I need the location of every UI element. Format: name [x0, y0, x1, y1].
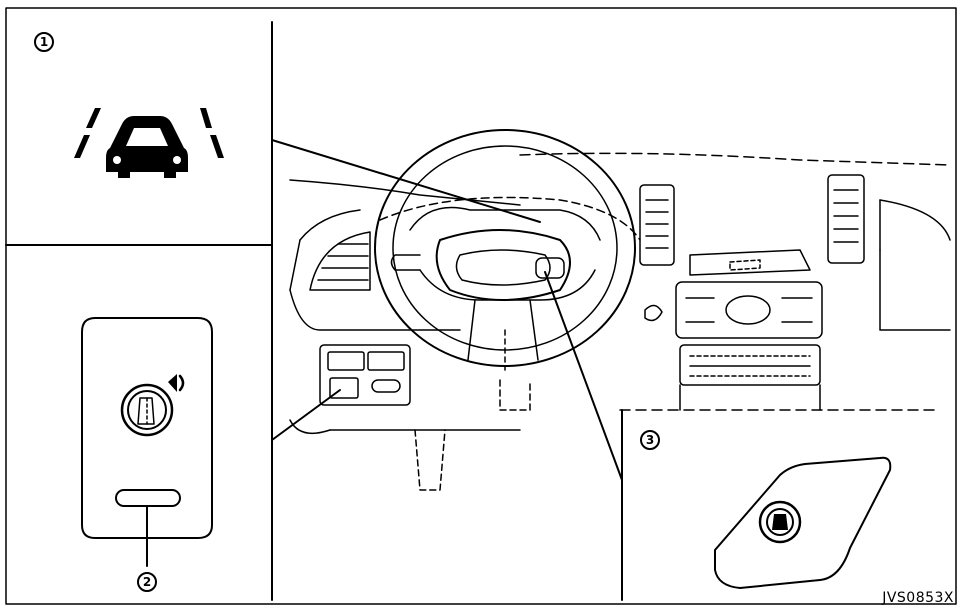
center-stack	[640, 175, 864, 410]
callout-3: 3	[640, 430, 660, 450]
switch-panel	[82, 318, 212, 566]
steering-wheel	[375, 130, 635, 370]
figure-frame	[6, 8, 956, 604]
callout-1: 1	[34, 32, 54, 52]
inset-3-switch-panel	[715, 458, 890, 588]
callout-2: 2	[137, 572, 157, 592]
ldw-switch-icon	[116, 490, 180, 506]
figure-code: JVS0853X	[882, 590, 954, 606]
lane-departure-warning-icon	[74, 108, 224, 178]
left-air-vent	[310, 232, 370, 290]
